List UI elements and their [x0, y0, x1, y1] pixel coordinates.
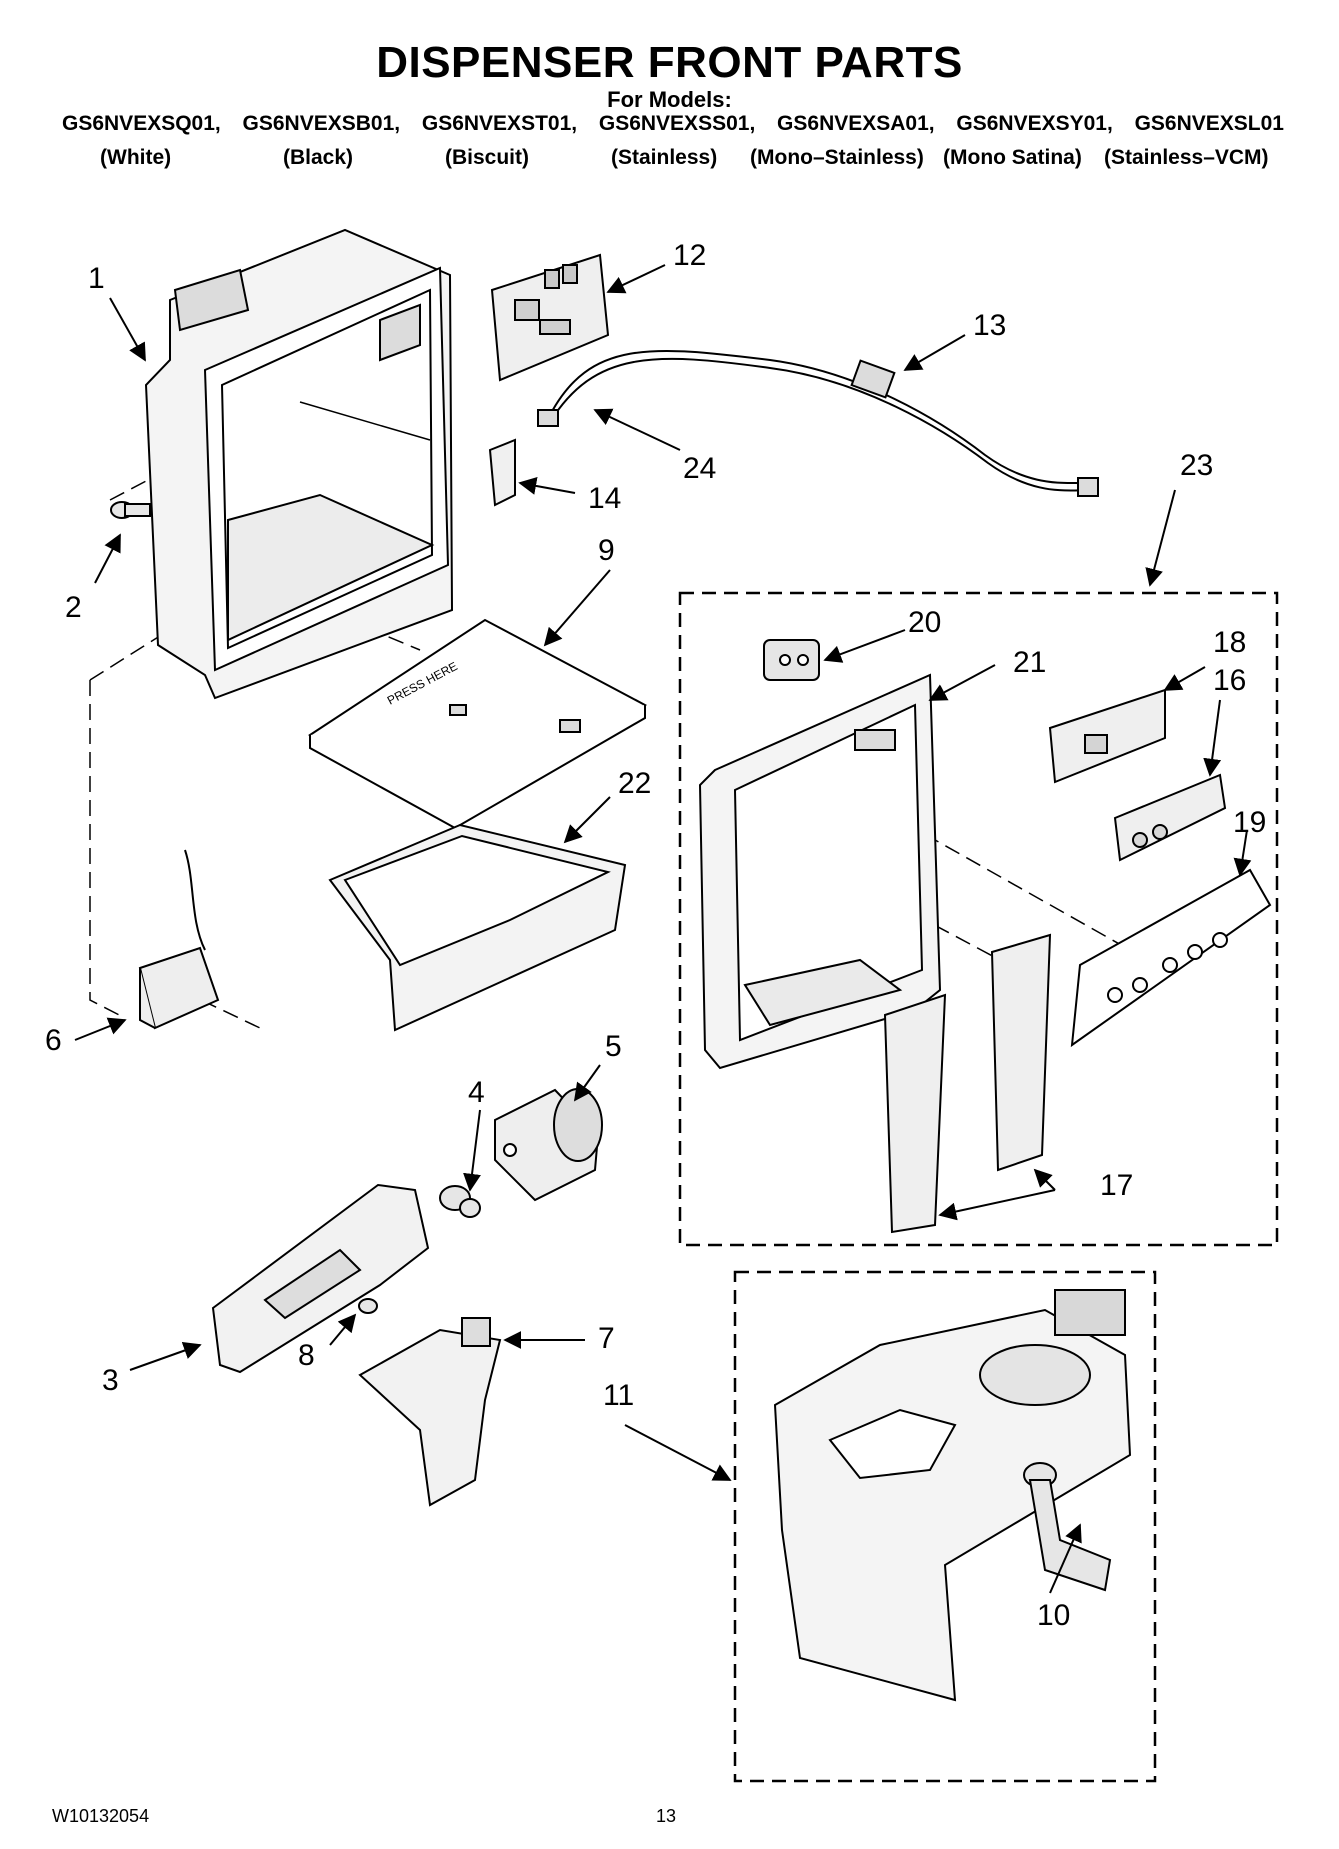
part-7-lever [358, 1317, 502, 1507]
callout-labels: 1 2 3 4 5 6 7 8 9 10 11 12 13 14 16 17 1… [45, 239, 1266, 1632]
callout-21: 21 [1013, 646, 1046, 679]
callout-7: 7 [598, 1322, 615, 1355]
callout-4: 4 [468, 1076, 485, 1109]
callout-19: 19 [1233, 806, 1266, 839]
part-19-control-panel [1070, 868, 1272, 1048]
part-9-shelf: PRESS HERE [308, 618, 648, 830]
assembly-23-boundary [678, 591, 1279, 1247]
model-number: GS6NVEXSQ01, [62, 112, 221, 135]
callout-11: 11 [603, 1379, 634, 1412]
part-5-motor [494, 1088, 603, 1202]
callout-16: 16 [1213, 664, 1246, 697]
callout-8: 8 [298, 1339, 315, 1372]
part-1-housing [144, 228, 454, 700]
part-11-chute-housing [773, 1289, 1132, 1702]
model-color: (Stainless) [611, 146, 718, 169]
callout-17: 17 [1100, 1169, 1133, 1202]
callout-10: 10 [1037, 1599, 1070, 1632]
callout-1: 1 [88, 262, 105, 295]
callout-arrows [74, 264, 1252, 1594]
part-6-module [138, 849, 220, 1030]
part-22-drip-tray [328, 823, 627, 1032]
model-number: GS6NVEXSL01 [1134, 112, 1284, 135]
model-color: (Mono–Stainless) [750, 146, 924, 169]
part-21-dispenser-housing [698, 673, 942, 1070]
part-20-switch [763, 639, 820, 681]
callout-6: 6 [45, 1024, 62, 1057]
part-13-wire-harness [537, 349, 1099, 497]
callout-9: 9 [598, 534, 615, 567]
part-4-coupler [439, 1185, 481, 1218]
part-18-board [1048, 688, 1166, 784]
part-14-clip [488, 438, 516, 507]
part-12-control-board [490, 253, 610, 382]
callout-3: 3 [102, 1364, 119, 1397]
model-number: GS6NVEXST01, [421, 112, 578, 135]
model-number: GS6NVEXSS01, [598, 112, 756, 135]
callout-23: 23 [1180, 449, 1213, 482]
callout-5: 5 [605, 1030, 622, 1063]
part-17-paddles [883, 933, 1052, 1234]
callout-2: 2 [65, 591, 82, 624]
group-boundary-boxes [678, 591, 1279, 1783]
model-color: (Stainless–VCM) [1104, 146, 1269, 169]
part-16-board [1113, 773, 1227, 862]
model-color: (Biscuit) [445, 146, 529, 169]
callout-12: 12 [673, 239, 706, 272]
page-title: DISPENSER FRONT PARTS [376, 38, 963, 87]
model-color: (White) [100, 146, 172, 169]
callout-24: 24 [683, 452, 716, 485]
callout-18: 18 [1213, 626, 1246, 659]
callout-22: 22 [618, 767, 651, 800]
part-10-fitting [1023, 1462, 1112, 1592]
model-number: GS6NVEXSA01, [777, 112, 935, 135]
callout-14: 14 [588, 482, 621, 515]
callout-13: 13 [973, 309, 1006, 342]
model-color: (Black) [283, 146, 354, 169]
model-list: GS6NVEXSQ01, GS6NVEXSB01, GS6NVEXST01, G… [62, 112, 1284, 136]
part-3-bracket [211, 1183, 430, 1374]
document-number: W10132054 [52, 1806, 150, 1826]
assembly-11-boundary [733, 1270, 1157, 1783]
page-number: 13 [656, 1806, 677, 1826]
part-8-pin [358, 1298, 378, 1314]
page-subtitle: For Models: [607, 87, 732, 112]
callout-20: 20 [908, 606, 941, 639]
part-2-screw [110, 501, 151, 519]
model-number: GS6NVEXSB01, [242, 112, 401, 135]
model-color: (Mono Satina) [943, 146, 1082, 169]
model-number: GS6NVEXSY01, [956, 112, 1113, 135]
